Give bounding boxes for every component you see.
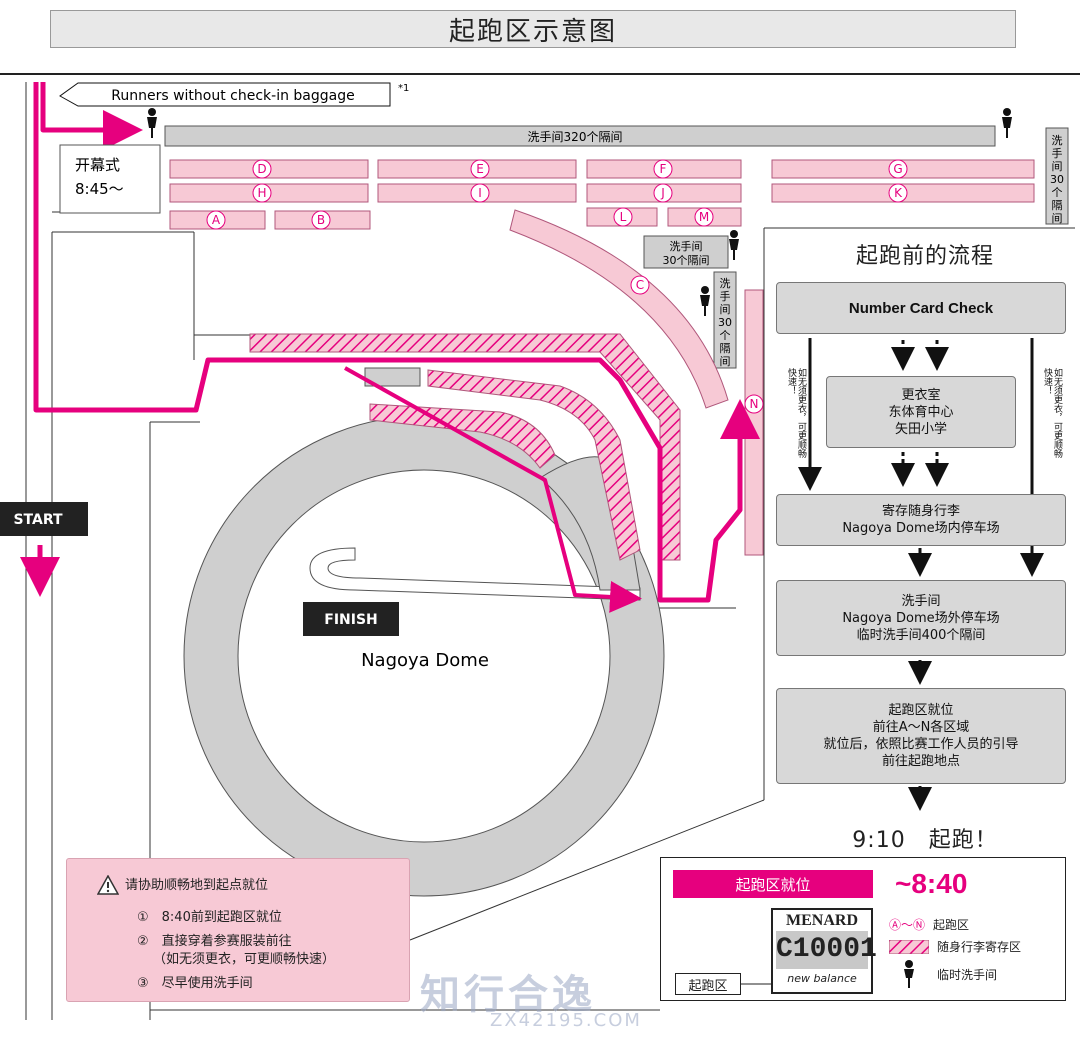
notice-item-1: ① 8:40前到起跑区就位 xyxy=(137,910,282,925)
svg-text:个: 个 xyxy=(720,329,731,342)
notice-item-2: ② 直接穿着参赛服装前往 xyxy=(137,934,292,949)
svg-text:E: E xyxy=(476,162,484,176)
flow-step-changing-room: 更衣室东体育中心矢田小学 xyxy=(826,376,1016,448)
svg-text:手: 手 xyxy=(1052,146,1063,160)
callout-leader-line xyxy=(741,983,773,985)
start-label: START xyxy=(0,502,88,536)
legend-time: ~8:40 xyxy=(895,868,968,899)
svg-text:D: D xyxy=(257,162,266,176)
svg-text:间: 间 xyxy=(720,303,731,316)
svg-text:手: 手 xyxy=(720,289,731,303)
bib-sample: MENARD C10001 new balance xyxy=(771,908,877,994)
svg-text:间: 间 xyxy=(1052,160,1063,173)
toilet-mid-label-1: 洗手间 xyxy=(670,239,703,253)
svg-text:开幕式: 开幕式 xyxy=(75,156,120,174)
flow-step-number-card-check: Number Card Check xyxy=(776,282,1066,334)
notice-item-3: ③ 尽早使用洗手间 xyxy=(137,976,253,991)
watermark-url: ZX42195.COM xyxy=(490,1010,642,1031)
toilet-blocks xyxy=(164,125,1069,369)
svg-text:N: N xyxy=(750,397,759,411)
bib-callout: 起跑区 xyxy=(675,973,741,995)
flow-side-note-left: 如无须更衣，可更顺畅快速！ xyxy=(786,368,806,458)
title-divider xyxy=(0,73,1080,75)
toilet-mid-label-2: 30个隔间 xyxy=(663,254,710,267)
warning-icon xyxy=(97,875,119,895)
svg-text:A: A xyxy=(212,213,221,227)
flow-step-start-area: 起跑区就位前往A～N各区域就位后，依照比赛工作人员的引导前往起跑地点 xyxy=(776,688,1066,784)
toilet-right-vertical-label: 洗手间 30个隔间 xyxy=(1050,134,1064,225)
hatch-swatch-icon xyxy=(889,939,929,954)
svg-text:30: 30 xyxy=(1050,173,1064,186)
race-start-time: 9:10 起跑！ xyxy=(852,828,998,853)
flow-title: 起跑前的流程 xyxy=(855,244,994,269)
finish-label: FINISH xyxy=(303,602,399,636)
svg-text:30: 30 xyxy=(718,316,732,329)
svg-text:个: 个 xyxy=(1052,186,1063,199)
svg-text:START: START xyxy=(13,512,63,528)
toilet-mid-vertical-label: 洗手间 30个隔间 xyxy=(718,277,732,368)
zone-letters: D E F G H I J K A B L M C N xyxy=(206,159,908,414)
page-title: 起跑区示意图 xyxy=(50,10,1016,48)
legend-item-toilet: 临时洗手间 xyxy=(889,960,997,988)
svg-text:H: H xyxy=(257,186,266,200)
runner-routes xyxy=(20,82,760,613)
flow-arrows xyxy=(798,338,1044,811)
bib-number: C10001 xyxy=(776,931,877,969)
legend-header: 起跑区就位 xyxy=(673,870,873,898)
svg-text:洗: 洗 xyxy=(1052,134,1063,147)
bib-sponsor: new balance xyxy=(787,972,857,985)
opening-ceremony-box: 开幕式 8:45～ xyxy=(59,144,161,214)
runners-note: Runners without check-in baggage *1 xyxy=(59,82,409,107)
svg-text:*1: *1 xyxy=(398,83,409,94)
svg-text:I: I xyxy=(478,186,482,200)
notice-item-2-note: （如无须更衣，可更顺畅快速） xyxy=(153,952,336,967)
svg-text:L: L xyxy=(620,210,627,224)
svg-text:G: G xyxy=(893,162,902,176)
legend-item-baggage: 随身行李寄存区 xyxy=(889,938,1021,955)
svg-text:FINISH: FINISH xyxy=(324,612,378,628)
svg-text:C: C xyxy=(636,278,644,292)
svg-text:Runners without check-in bagga: Runners without check-in baggage xyxy=(111,88,354,104)
watermark: 知行合逸 ZX42195.COM xyxy=(420,962,640,1031)
svg-text:8:45～: 8:45～ xyxy=(75,180,124,198)
svg-text:K: K xyxy=(894,186,903,200)
notice-box: 请协助顺畅地到起点就位 ① 8:40前到起跑区就位 ② 直接穿着参赛服装前往 （… xyxy=(66,858,410,1002)
svg-text:F: F xyxy=(660,162,667,176)
watermark-text: 知行合逸 xyxy=(420,972,596,1018)
bib-brand: MENARD xyxy=(786,912,858,929)
svg-text:间: 间 xyxy=(1052,212,1063,225)
svg-text:间: 间 xyxy=(720,355,731,368)
toilet-top-label: 洗手间320个隔间 xyxy=(528,130,623,144)
notice-heading: 请协助顺畅地到起点就位 xyxy=(97,875,268,895)
svg-text:B: B xyxy=(317,213,325,227)
svg-text:J: J xyxy=(660,186,665,200)
flow-side-note-right: 如无须更衣，可更顺畅快速！ xyxy=(1042,368,1062,458)
svg-text:洗: 洗 xyxy=(720,277,731,290)
toilet-icon xyxy=(904,960,914,988)
legend-box: 起跑区就位 ~8:40 MENARD C10001 new balance 起跑… xyxy=(660,857,1066,1001)
svg-text:M: M xyxy=(699,210,709,224)
svg-text:隔: 隔 xyxy=(720,342,731,355)
svg-text:隔: 隔 xyxy=(1052,199,1063,212)
toilet-icons xyxy=(147,108,1012,316)
venue-label: Nagoya Dome xyxy=(361,650,489,671)
